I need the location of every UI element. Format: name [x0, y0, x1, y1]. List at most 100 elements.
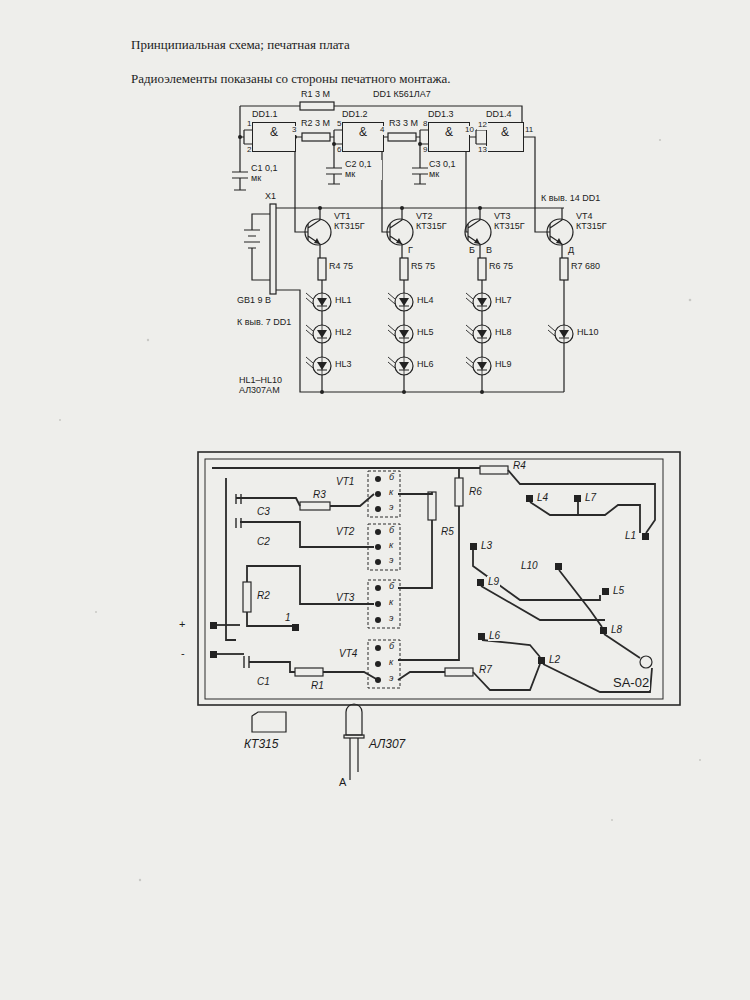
pcb-label: б: [388, 473, 395, 483]
pcb-label: C2: [256, 536, 271, 547]
pcb-label: б: [388, 582, 395, 592]
gate-designator: DD1.4: [486, 110, 512, 120]
schematic-label: HL10: [576, 328, 600, 338]
schematic-label: VT3 КТ315Г: [493, 212, 533, 232]
pcb-label: к: [388, 488, 394, 498]
pcb-label: C1: [256, 676, 271, 687]
schematic-label: HL3: [334, 360, 353, 370]
note-text: Радиоэлементы показаны со стороны печатн…: [130, 72, 451, 86]
pcb-label: L10: [520, 560, 539, 571]
gate-designator: DD1.3: [428, 110, 454, 120]
pcb-label: VT3: [335, 592, 355, 603]
pcb-label: R5: [440, 526, 455, 537]
schematic-label: Д: [567, 246, 575, 256]
pcb-label: L7: [584, 492, 597, 503]
schematic-label: HL9: [494, 360, 513, 370]
schematic-label: VT4 КТ315Г: [575, 212, 617, 232]
schematic-label: HL8: [494, 328, 513, 338]
pcb-label: б: [388, 526, 395, 536]
pcb-label: VT1: [335, 476, 355, 487]
pcb-label: э: [388, 614, 394, 624]
schematic-label: C2 0,1 мк: [344, 160, 382, 180]
schematic-label: C1 0,1 мк: [250, 164, 288, 184]
schematic-marks: [238, 135, 569, 394]
schematic-label: HL4: [416, 296, 435, 306]
pcb-label: э: [388, 674, 394, 684]
schematic-label: 12: [477, 121, 488, 130]
schematic-label: DD1 К561ЛА7: [372, 90, 432, 100]
schematic-label: К выв. 7 DD1: [236, 318, 296, 328]
schematic-label: R7 680: [570, 262, 601, 272]
pcb-label: R3: [312, 489, 327, 500]
pcb-drawing: [198, 452, 680, 705]
schematic-label: 9: [422, 146, 428, 155]
gate-designator: DD1.2: [342, 110, 368, 120]
pcb-label: 1: [284, 612, 292, 623]
schematic-label: R4 75: [328, 262, 354, 272]
logic-gate: DD1.4&: [486, 122, 524, 152]
schematic-label: HL7: [494, 296, 513, 306]
pcb-label: VT4: [338, 648, 358, 659]
pcb-label: L4: [536, 492, 549, 503]
schematic-label: VT2 КТ315Г: [415, 212, 457, 232]
pcb-label: к: [388, 541, 394, 551]
schematic-label: 13: [477, 146, 488, 155]
schematic-label: R2 3 М: [300, 119, 331, 129]
pcb-label: L8: [610, 624, 623, 635]
schematic-label: GB1 9 В: [236, 296, 272, 306]
schematic-label: C3 0,1 мк: [428, 160, 464, 180]
pcb-label: R2: [256, 590, 271, 601]
pcb-label: э: [388, 556, 394, 566]
schematic-label: R5 75: [410, 262, 436, 272]
pcb-label: L9: [487, 576, 500, 587]
schematic-label: HL1–HL10 АЛ307АМ: [238, 376, 298, 396]
pcb-label: КТ315: [243, 738, 279, 751]
schematic-label: R1 3 М: [300, 90, 331, 100]
schematic-label: 5: [336, 120, 342, 129]
schematic-label: HL6: [416, 360, 435, 370]
gate-symbol: &: [429, 126, 469, 139]
gate-symbol: &: [343, 126, 383, 139]
schematic-label: 10: [464, 126, 475, 135]
pcb-pads: [210, 476, 649, 683]
pcb-label: L2: [548, 654, 561, 665]
pcb-label: э: [388, 503, 394, 513]
schematic-label: R3 3 М: [388, 119, 419, 129]
pcb-label: VT2: [335, 526, 355, 537]
schematic-label: В: [485, 246, 493, 256]
schematic-label: 4: [379, 126, 385, 135]
schematic-label: HL1: [334, 296, 353, 306]
schematic-label: 2: [246, 146, 252, 155]
schematic-label: 11: [524, 126, 534, 135]
logic-gate: DD1.2&: [342, 122, 384, 152]
pcb-label: R7: [478, 664, 493, 675]
schematic-label: Г: [407, 246, 414, 256]
pcb-label: А: [338, 776, 347, 788]
schematic-label: HL5: [416, 328, 435, 338]
pcb-label: SA-02: [612, 676, 650, 690]
schematic-label: HL2: [334, 328, 353, 338]
schematic-label: VT1 КТ315Г: [333, 212, 375, 232]
pcb-label: R4: [512, 460, 527, 471]
schematic-label: 6: [336, 146, 342, 155]
pcb-label: L3: [480, 540, 493, 551]
schematic-label: R6 75: [488, 262, 514, 272]
pcb-label: L6: [488, 630, 501, 641]
pcb-label: L5: [612, 585, 625, 596]
pcb-label: АЛ307: [368, 738, 406, 751]
gate-designator: DD1.1: [252, 110, 278, 120]
pcb-label: -: [180, 647, 186, 659]
schematic-label: 3: [291, 126, 297, 135]
page-title: Принципиальная схема; печатная плата: [130, 38, 351, 52]
schematic-label: Б: [468, 246, 476, 256]
gate-symbol: &: [253, 126, 295, 139]
pcb-label: R1: [310, 680, 325, 691]
pcb-label: L1: [624, 530, 637, 541]
schematic-wires: [232, 102, 573, 392]
gate-symbol: &: [487, 126, 523, 139]
pcb-label: C3: [256, 506, 271, 517]
schematic-label: К выв. 14 DD1: [540, 194, 601, 204]
pcb-label: R6: [468, 486, 483, 497]
pcb-label: к: [388, 658, 394, 668]
